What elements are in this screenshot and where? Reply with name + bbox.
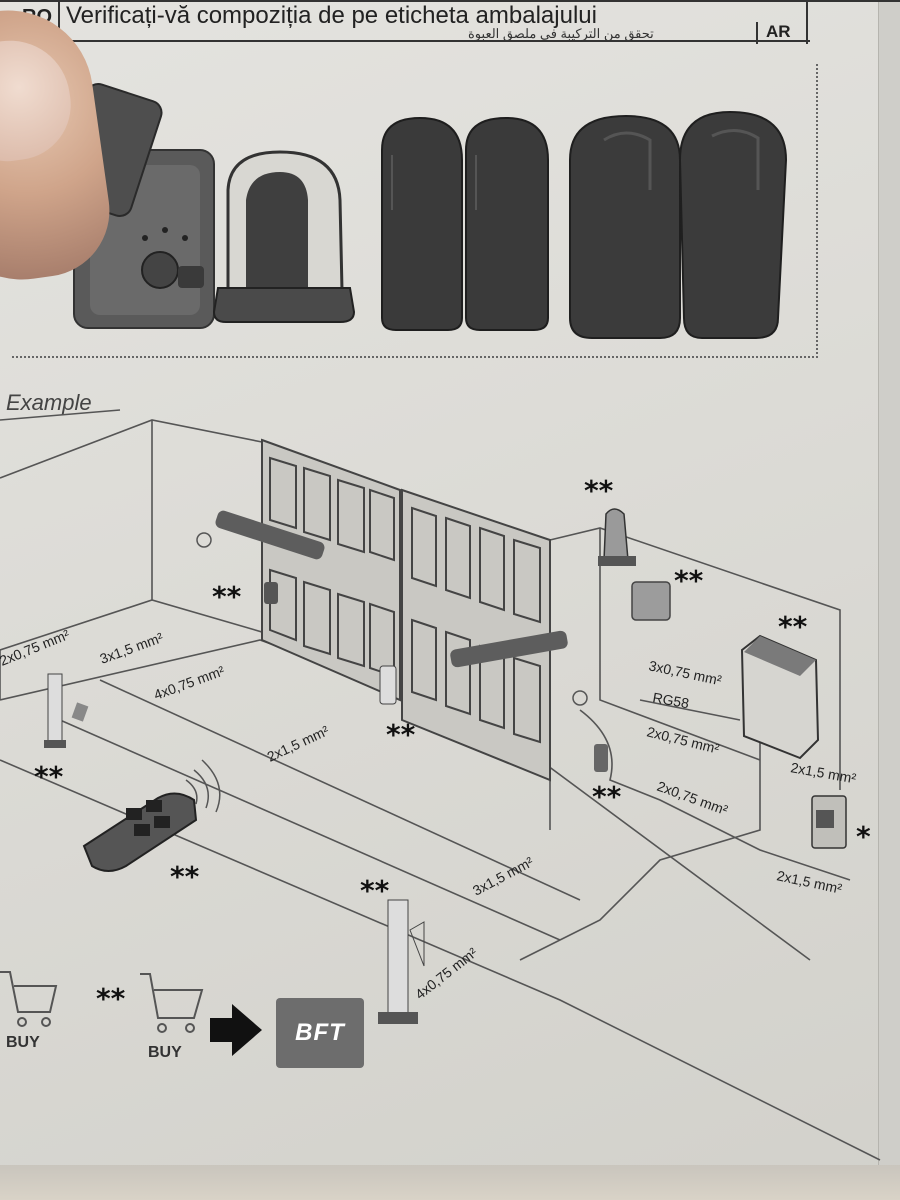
- antenna-box: [631, 581, 671, 621]
- header-divider-end: [806, 0, 808, 44]
- product-illustrations: [55, 83, 788, 339]
- photocell-pair-illustration: [381, 116, 549, 331]
- control-panel: [740, 634, 820, 760]
- right-photocell: [594, 744, 608, 772]
- optional-marker-key-switch: *: [856, 820, 871, 853]
- product-frame: [12, 64, 818, 358]
- flashing-light-illustration: [212, 150, 356, 323]
- left-motor-actuator: [196, 510, 325, 560]
- header-bottom-rule: [0, 40, 810, 42]
- example-label: Example: [6, 390, 92, 415]
- arrow-right-icon: [210, 1004, 262, 1056]
- cable-label-antenna: RG58: [651, 689, 690, 711]
- example-underline: [0, 409, 121, 421]
- shopping-cart-icon: [140, 973, 204, 1033]
- buy-label-required: BUY: [148, 1044, 182, 1061]
- header-arabic-instruction: تحقق من التركيبة في ملصق العبوة: [468, 26, 654, 41]
- gate-right-leaf: [401, 488, 551, 782]
- cable-label-main-supply: 2x1,5 mm²: [775, 867, 843, 896]
- gate-stop-photocell: [379, 665, 397, 705]
- header-top-rule: [0, 0, 900, 2]
- right-motor-actuator: [450, 630, 588, 706]
- required-marker-front-column: **: [360, 874, 390, 907]
- left-photocell-column: [44, 673, 89, 748]
- cable-label-bottom-column: 4x0,75 mm²: [412, 944, 480, 1002]
- right-wall: [549, 527, 841, 790]
- required-marker-left-photocell: **: [212, 580, 242, 613]
- required-marker-antenna: **: [674, 564, 704, 597]
- bft-logo-text: BFT: [295, 1019, 345, 1046]
- cable-label-left-motor: 3x1,5 mm²: [98, 629, 166, 667]
- header-instruction: Verificați-vă compoziția de pe eticheta …: [66, 2, 597, 29]
- required-marker-left-column: **: [34, 760, 64, 793]
- ground-front-edge: [0, 759, 881, 1161]
- cable-label-panel-supply: 2x1,5 mm²: [789, 759, 857, 786]
- cable-label-photocell-upper: 2x0,75 mm²: [645, 723, 721, 756]
- required-marker-panel: **: [778, 610, 808, 643]
- adjacent-page-edge: [878, 0, 900, 1180]
- key-switch-wall: [811, 795, 847, 849]
- required-marker-flasher: **: [584, 474, 614, 507]
- bft-brand-logo: BFT: [276, 998, 364, 1068]
- cable-label-left-column: 4x0,75 mm²: [152, 662, 227, 702]
- header-divider: [58, 0, 60, 40]
- remote-control-illustration: [82, 759, 221, 872]
- buy-label-all: BUY: [6, 1034, 40, 1051]
- shopping-cart-icon: [0, 971, 58, 1027]
- buy-required-marker: **: [96, 982, 126, 1015]
- column-photocell-pair-illustration: [569, 110, 788, 339]
- left-photocell: [264, 582, 278, 604]
- required-marker-right-photocell: **: [592, 780, 622, 813]
- left-wall: [0, 419, 263, 651]
- pillar-flashing-light: [598, 508, 636, 566]
- required-marker-remote: **: [170, 860, 200, 893]
- table-surface: [0, 1165, 900, 1200]
- front-photocell-column: [378, 899, 425, 1024]
- header-divider-right: [756, 22, 758, 44]
- gate-left-leaf: [261, 438, 401, 702]
- cable-label-photocell-lower: 2x0,75 mm²: [655, 778, 730, 818]
- required-marker-gate-stop: **: [386, 718, 416, 751]
- lang-code-ar: AR: [766, 22, 791, 41]
- cable-label-right-motor: 2x1,5 mm²: [265, 722, 332, 765]
- cable-label-left-photocell: 2x0,75 mm²: [0, 626, 72, 669]
- cable-label-flasher: 3x0,75 mm²: [647, 657, 723, 688]
